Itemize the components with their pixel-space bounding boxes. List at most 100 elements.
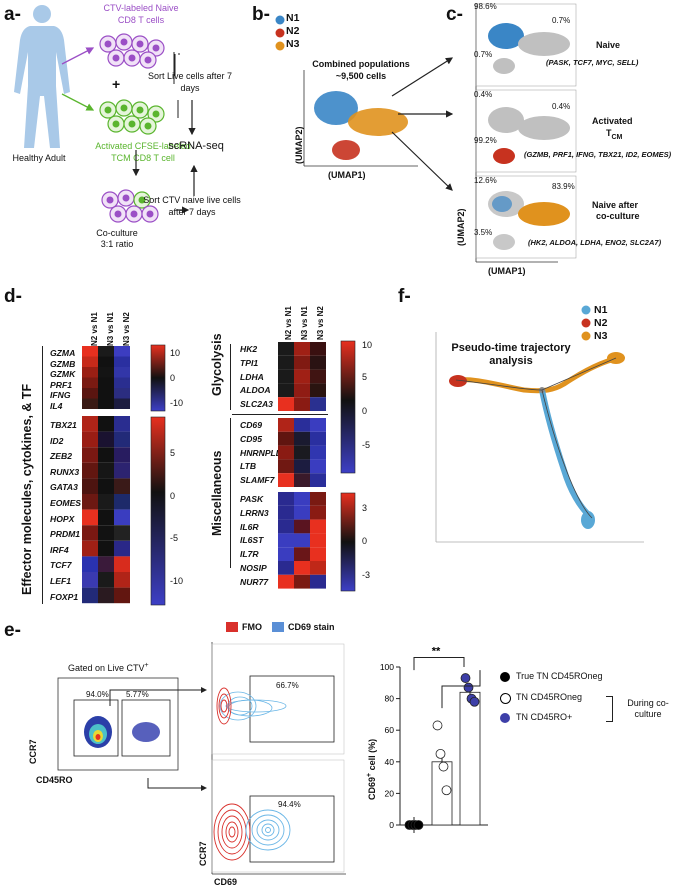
heatmap-cell <box>278 473 294 487</box>
gene-row-gzmb: GZMB <box>50 358 76 369</box>
sig-bracket-outer <box>413 657 465 671</box>
e-gated-text: Gated on Live CTV+ <box>68 662 149 673</box>
bar-ytick-label: 100 <box>380 662 394 672</box>
heatmap-cell <box>310 561 326 575</box>
c-r2-pct-c: 99.2% <box>474 136 497 145</box>
heatmap-cell <box>114 388 130 399</box>
heatmap-cell <box>114 346 130 357</box>
heatmap-cell <box>82 377 98 388</box>
d-misc-label: Miscellaneous <box>210 450 224 536</box>
healthy-adult-label: Healthy Adult <box>12 153 66 163</box>
gene-row-il4: IL4 <box>50 400 63 411</box>
ctv-naive-cells-icon <box>99 33 165 69</box>
c-r1-genes: (PASK, TCF7, MYC, SELL) <box>546 58 639 67</box>
heatmap-cell <box>98 494 114 510</box>
heatmap-cell <box>278 561 294 575</box>
heatmap-cell <box>114 431 130 448</box>
heatmap-cell <box>310 547 326 561</box>
d-left-col2: N3 vs N1 <box>106 312 115 346</box>
bar-legend-2: TN CD45ROneg <box>516 692 583 702</box>
scale-l1-m10: -10 <box>170 398 184 408</box>
panel-b-label: b- <box>252 4 270 25</box>
c-r1-pct-a: 98.6% <box>474 2 497 11</box>
heatmap-cell <box>98 587 114 604</box>
bar-ylabel-main: CD69 <box>367 776 377 800</box>
heatmap-cell <box>278 574 294 589</box>
heatmap-cell <box>98 556 114 572</box>
scale-r2-0: 0 <box>362 536 368 546</box>
heatmap-cell <box>278 519 294 534</box>
c-r2-pct-b: 0.4% <box>552 102 571 111</box>
heatmap-cell <box>278 505 294 520</box>
f-legend-n2: N2 <box>594 317 608 329</box>
bar-point-1-1 <box>435 749 446 759</box>
heatmap-cell <box>114 525 130 541</box>
heatmap-cell <box>98 572 114 588</box>
gene-row-tcf7: TCF7 <box>50 560 72 571</box>
gene-row-nur77: NUR77 <box>240 576 269 587</box>
heatmap-cell <box>294 459 310 474</box>
scale-l2-5: 5 <box>170 448 176 458</box>
gene-row-hk2: HK2 <box>240 344 258 354</box>
c-r3-genes: (HK2, ALDOA, LDHA, ENO2, SLC2A7) <box>528 238 662 247</box>
c-r2-title2: TCM <box>606 128 622 141</box>
heatmap-cell <box>294 355 310 370</box>
heatmap-cell <box>82 494 98 510</box>
heatmap-cell <box>278 342 294 356</box>
d-glycolysis-label: Glycolysis <box>210 333 224 396</box>
bar-legend-during: During co-culture <box>627 698 669 719</box>
bar-point-2-3 <box>469 696 480 707</box>
gate-pct-1: 94.0% <box>86 690 109 699</box>
gene-row-tpi1: TPI1 <box>240 357 259 368</box>
panel-c-umaps <box>475 3 577 263</box>
heatmap-cell <box>310 533 326 548</box>
heatmap-cell <box>278 459 294 474</box>
sort-ctv-text: Sort CTV naive live cells after 7 days <box>143 195 241 217</box>
heatmap-cell <box>294 505 310 520</box>
panel-a-label: a- <box>4 4 21 25</box>
heatmap-cell <box>294 383 310 398</box>
heatmap-cell <box>310 431 326 446</box>
bar-point-1-2 <box>438 761 449 772</box>
heatmap-cell <box>310 418 326 432</box>
heatmap-right-3 <box>278 492 326 589</box>
gene-row-prf1: PRF1 <box>50 379 72 390</box>
scale-l1-10: 10 <box>170 348 181 358</box>
bar-ytick-label: 40 <box>385 757 395 767</box>
heatmap-cell <box>82 556 98 572</box>
scale-r1-10: 10 <box>362 340 373 350</box>
coculture-label: Co-culture 3:1 ratio <box>96 228 138 249</box>
heatmap-cell <box>310 459 326 474</box>
heatmap-cell <box>82 416 98 432</box>
scale-r2-3: 3 <box>362 503 368 513</box>
e-bar-ylabel: CD69+ cell (%) <box>366 739 377 800</box>
bar-ytick-label: 80 <box>385 694 395 704</box>
gene-row-gata3: GATA3 <box>50 482 78 493</box>
heatmap-cell <box>82 447 98 463</box>
heatmap-cell <box>114 478 130 494</box>
gene-row-gzmk: GZMK <box>50 369 76 379</box>
bar-ylabel-tail: cell (%) <box>367 738 377 773</box>
heatmap-cell <box>98 540 114 557</box>
tcm-sub: CM <box>611 133 623 141</box>
gene-row-cd69: CD69 <box>240 420 262 430</box>
scale-r1-m5: -5 <box>362 440 371 450</box>
panel-b-yaxis: (UMAP2) <box>294 126 304 165</box>
d-left-group-label: Effector molecules, cytokines, & TF <box>20 383 34 595</box>
scale-bar-left-2 <box>150 416 166 606</box>
gene-row-pask: PASK <box>240 494 264 504</box>
gene-row-hopx: HOPX <box>50 513 75 524</box>
heatmap-cell <box>82 356 98 367</box>
bar-point-2-1 <box>463 682 474 693</box>
bar-ytick-label: 60 <box>385 725 395 735</box>
heatmap-cell <box>294 397 310 411</box>
heatmap-cell <box>310 342 326 356</box>
d-left-col3: N3 vs N2 <box>122 312 131 346</box>
heatmap-cell <box>98 431 114 448</box>
heatmap-cell <box>278 547 294 561</box>
heatmap-cell <box>278 418 294 432</box>
gene-row-slc2a3: SLC2A3 <box>240 399 273 410</box>
heatmap-cell <box>278 355 294 370</box>
heatmap-cell <box>310 519 326 534</box>
d-right-col1: N2 vs N1 <box>284 306 293 340</box>
